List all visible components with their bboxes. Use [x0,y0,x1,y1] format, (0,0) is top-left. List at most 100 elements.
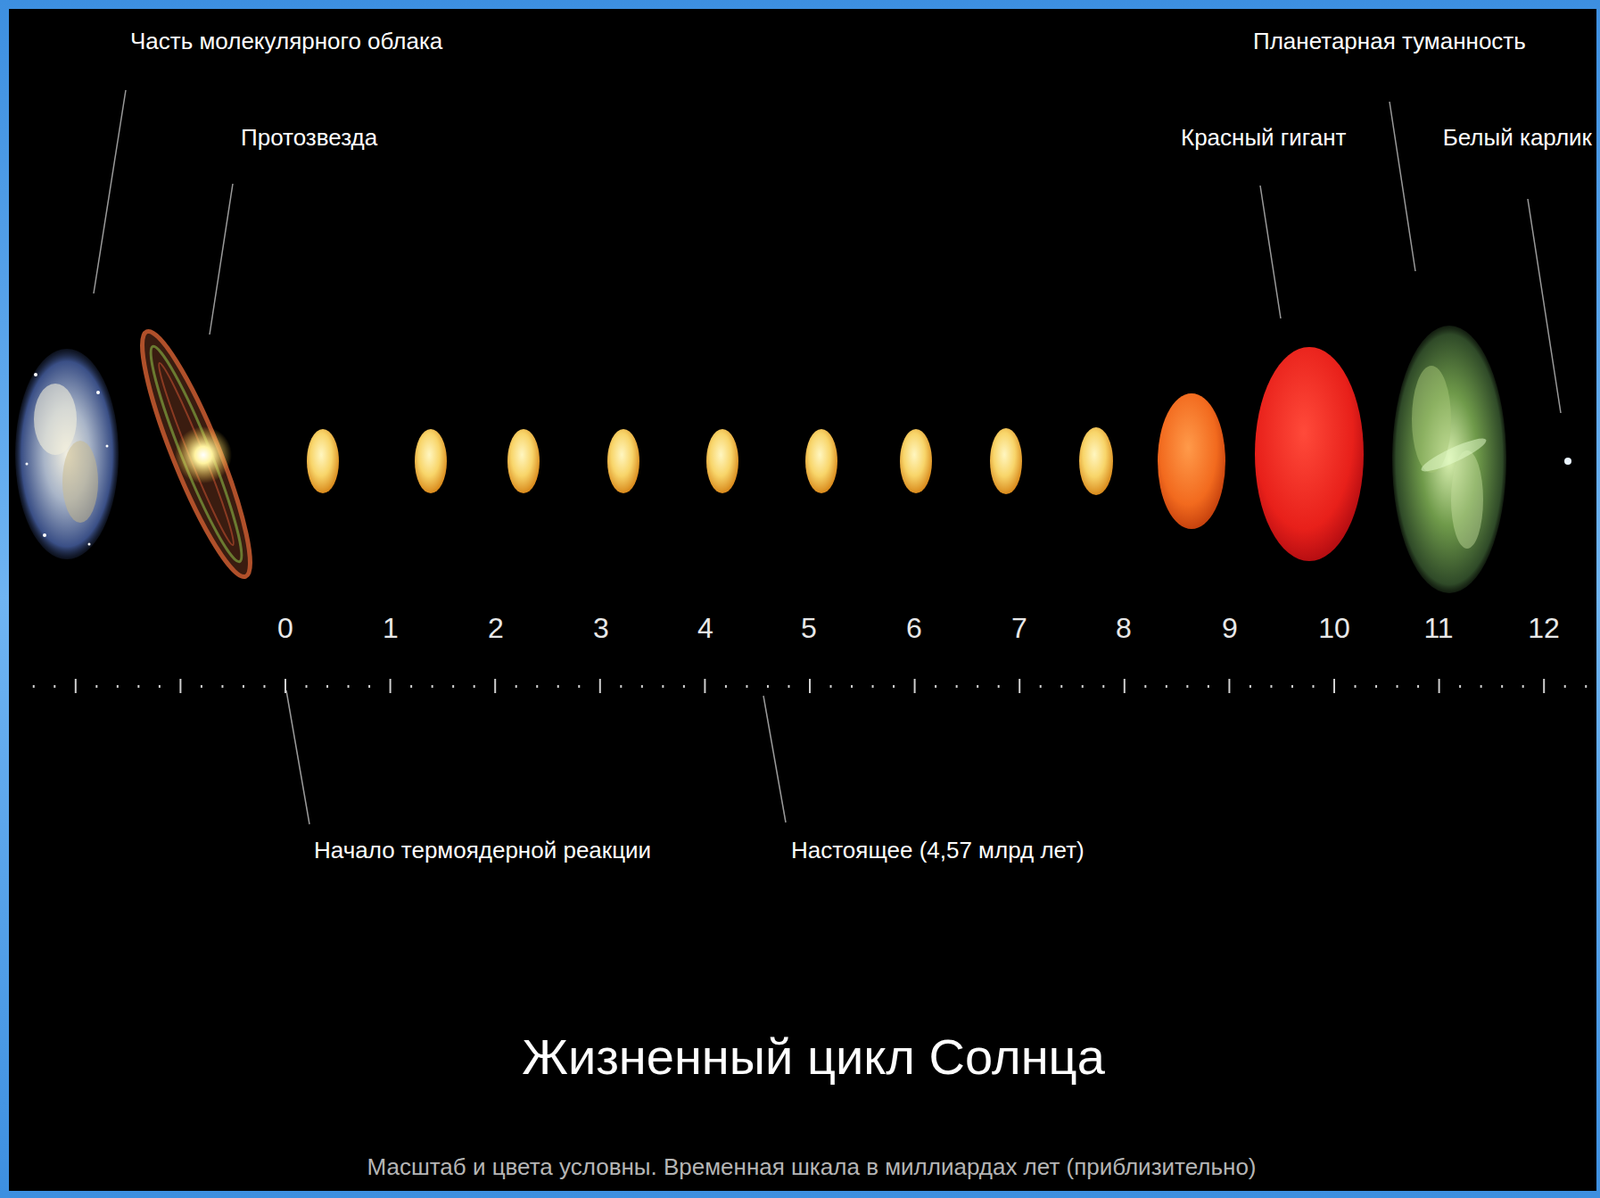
minor-tick [515,684,518,688]
axis-number: 8 [1115,611,1132,645]
leader-lines [93,90,1561,825]
minor-tick [1249,684,1252,688]
minor-tick [326,684,329,688]
stage-label: Красный гигант [1180,123,1347,152]
axis-number: 7 [1011,611,1028,645]
planetary-nebula [1392,325,1507,594]
minor-tick [557,684,560,688]
minor-tick [1417,684,1419,688]
minor-tick [725,684,727,688]
minor-tick [1354,684,1357,688]
minor-tick [872,684,875,688]
minor-tick [158,684,161,688]
stage-label: Белый карлик [1443,123,1592,152]
protostar-core [174,426,232,484]
major-tick [1333,678,1336,693]
minor-tick [200,684,203,688]
diagram-title: Жизненный цикл Солнца [521,1027,1106,1086]
axis-number: 1 [382,611,399,645]
axis-number: 6 [906,611,923,645]
minor-tick [1311,684,1314,688]
stage-label: Планетарная туманность [1253,27,1526,56]
minor-tick [1396,684,1399,688]
axis-number: 12 [1527,611,1560,645]
major-tick [808,678,811,693]
axis-number: 2 [487,611,504,645]
minor-tick [1270,684,1272,688]
minor-tick [536,684,538,688]
red-giant [1254,346,1364,561]
minor-tick [1186,684,1188,688]
molecular-cloud [15,348,119,560]
diagram-caption: Масштаб и цвета условны. Временная шкала… [366,1153,1256,1181]
minor-tick [263,684,265,688]
minor-tick [431,684,434,688]
minor-tick [641,684,644,688]
minor-tick [767,684,769,688]
minor-tick [1564,684,1567,688]
minor-tick [1039,684,1042,688]
axis-number: 3 [593,611,610,645]
time-axis [33,678,1586,693]
minor-tick [976,684,979,688]
minor-tick [1144,684,1147,688]
minor-tick [242,684,245,688]
minor-tick [956,684,958,688]
minor-tick [368,684,371,688]
minor-tick [787,684,790,688]
minor-tick [661,684,664,688]
minor-tick [53,684,56,688]
major-tick [914,678,916,693]
axis-number: 0 [277,611,294,645]
minor-tick [473,684,476,688]
minor-tick [577,684,580,688]
event-label: Начало термоядерной реакции [313,836,652,865]
minor-tick [116,684,119,688]
minor-tick [1459,684,1461,688]
axis-number: 9 [1221,611,1238,645]
minor-tick [1207,684,1210,688]
minor-tick [1165,684,1168,688]
background-panel [8,8,1597,1191]
axis-number: 4 [697,611,714,645]
axis-number: 11 [1423,611,1453,645]
major-tick [1228,678,1230,693]
minor-tick [1522,684,1525,688]
main-sequence-suns [306,427,1114,495]
minor-tick [619,684,622,688]
minor-tick [1501,684,1503,688]
minor-tick [347,684,350,688]
minor-tick [1102,684,1105,688]
minor-tick [452,684,454,688]
minor-tick [410,684,413,688]
minor-tick [997,684,1000,688]
major-tick [1438,678,1441,693]
major-tick [599,678,602,693]
major-tick [703,678,706,693]
major-tick [74,678,77,693]
minor-tick [1480,684,1483,688]
minor-tick [1060,684,1063,688]
major-tick [1018,678,1021,693]
major-tick [1542,678,1545,693]
minor-tick [683,684,685,688]
stage-label: Часть молекулярного облака [130,27,443,56]
event-label: Настоящее (4,57 млрд лет) [791,836,1085,865]
axis-number: 10 [1318,611,1351,645]
white-dwarf [1564,457,1572,465]
minor-tick [32,684,35,688]
protostar [124,322,267,586]
minor-tick [1584,684,1587,688]
stage-label: Протозвезда [240,123,378,152]
minor-tick [745,684,748,688]
major-tick [1123,678,1126,693]
major-tick [494,678,496,693]
minor-tick [95,684,98,688]
minor-tick [850,684,853,688]
minor-tick [830,684,833,688]
minor-tick [1291,684,1294,688]
minor-tick [137,684,140,688]
subgiant-sun [1157,393,1226,529]
major-tick [179,678,182,693]
